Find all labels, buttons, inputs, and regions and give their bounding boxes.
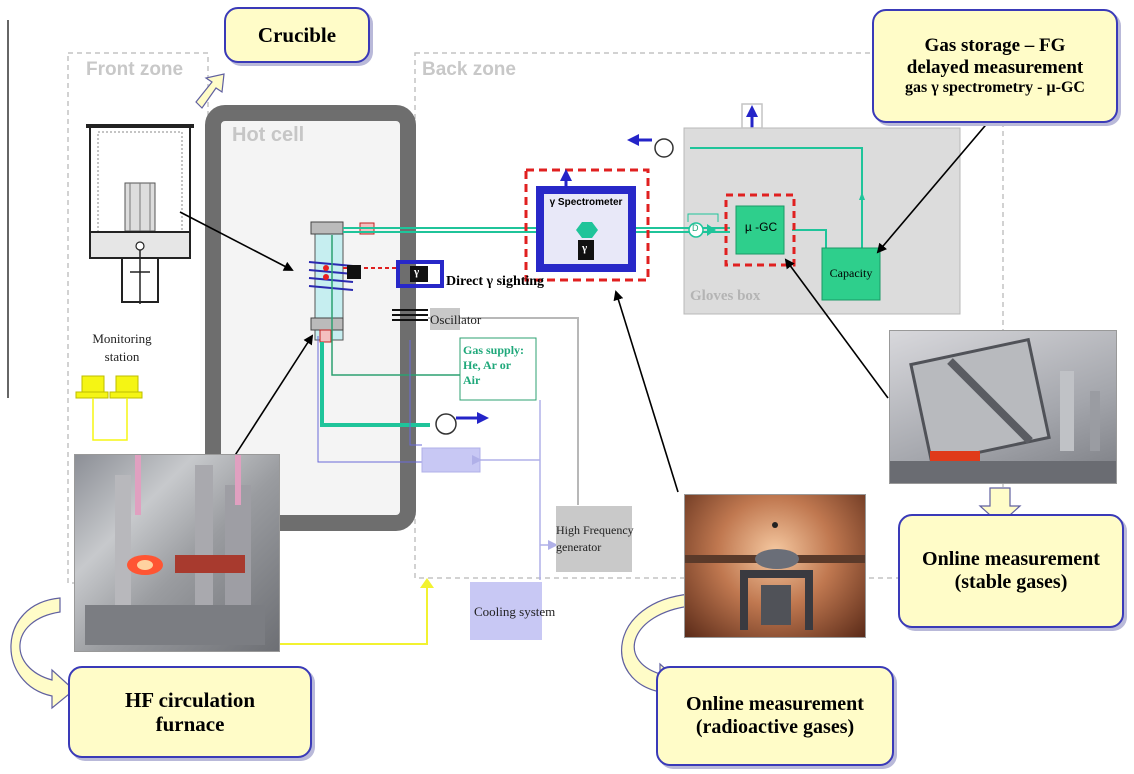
monitoring-line1: Monitoring — [92, 331, 152, 346]
monitoring-station-label: Monitoring station — [84, 330, 160, 366]
gas-supply-label: Gas supply: He, Ar or Air — [463, 343, 524, 388]
yellow-link-line — [280, 582, 428, 645]
hot-cell-label: Hot cell — [232, 124, 305, 146]
direct-sighting-gamma-symbol: γ — [414, 266, 420, 278]
crucible-drawing — [86, 124, 194, 304]
gas-supply-box — [459, 337, 537, 401]
hf-curved-arrow — [10, 597, 75, 710]
gas-storage-line2: delayed measurement — [906, 56, 1084, 78]
radioactive-measurement-photo — [684, 494, 866, 638]
gas-supply-line1: Gas supply: — [463, 343, 525, 357]
spectrometer-highlight — [524, 168, 650, 282]
crucible-title: Crucible — [257, 22, 337, 47]
oscillator-label: Oscillator — [430, 312, 482, 327]
spectrometer-gamma-symbol: γ — [582, 242, 588, 254]
gas-storage-line3: gas γ spectrometry - µ-GC — [905, 78, 1085, 96]
hf-line1: HF circulation — [124, 687, 256, 712]
stable-line1: Online measurement — [922, 548, 1100, 570]
back-zone-label: Back zone — [422, 59, 516, 80]
monitoring-line2: station — [104, 349, 140, 364]
capacity-label: Capacity — [829, 266, 873, 280]
mu-gc-box — [735, 205, 785, 255]
crucible-pointer — [195, 73, 225, 109]
spectrometer-label: γ Spectrometer — [549, 197, 623, 208]
mu-gc-label: µ -GC — [744, 220, 778, 234]
gas-storage-line1: Gas storage – FG — [924, 34, 1066, 56]
gas-line-main — [343, 227, 540, 233]
stable-line2: (stable gases) — [954, 571, 1068, 593]
cooling-system-label: Cooling system — [474, 604, 556, 619]
direct-sighting-label: Direct γ sighting — [446, 274, 545, 289]
d-marker-label: D — [692, 223, 699, 233]
stable-gases-callout: Online measurement (stable gases) — [898, 514, 1124, 628]
gas-line-to-capacity — [792, 229, 827, 248]
crucible-callout: Crucible — [224, 7, 370, 63]
radioactive-gases-callout: Online measurement (radioactive gases) — [656, 666, 894, 766]
radio-line1: Online measurement — [686, 693, 864, 715]
gas-line-return — [320, 342, 430, 427]
capacity-box — [821, 247, 881, 301]
gas-line-up — [690, 147, 863, 250]
monitoring-station-graphic — [75, 375, 143, 441]
hf-generator-box — [556, 506, 632, 572]
gloves-box-label: Gloves box — [690, 288, 761, 304]
hf-generator-label: High Frequency generator — [556, 522, 634, 556]
radio-line2: (radioactive gases) — [695, 716, 855, 738]
pump-top-icon — [654, 138, 674, 158]
pump-bottom-icon — [435, 413, 457, 435]
hf-furnace-callout: HF circulation furnace — [68, 666, 312, 758]
hf-furnace-photo — [74, 454, 280, 652]
mu-gc-highlight — [724, 193, 796, 267]
furnace-column — [308, 221, 375, 343]
hf-generator-line1: High Frequency — [556, 523, 634, 537]
gas-supply-line2: He, Ar or — [463, 358, 512, 372]
gas-supply-line3: Air — [463, 373, 481, 387]
lavender-unit — [421, 447, 481, 473]
stable-gases-photo — [889, 330, 1117, 484]
front-zone-label: Front zone — [86, 59, 184, 80]
hf-line2: furnace — [155, 712, 225, 736]
gas-storage-callout: Gas storage – FG delayed measurement gas… — [872, 9, 1118, 123]
cooling-system-box — [470, 582, 542, 640]
hf-generator-line2: generator — [556, 540, 602, 554]
